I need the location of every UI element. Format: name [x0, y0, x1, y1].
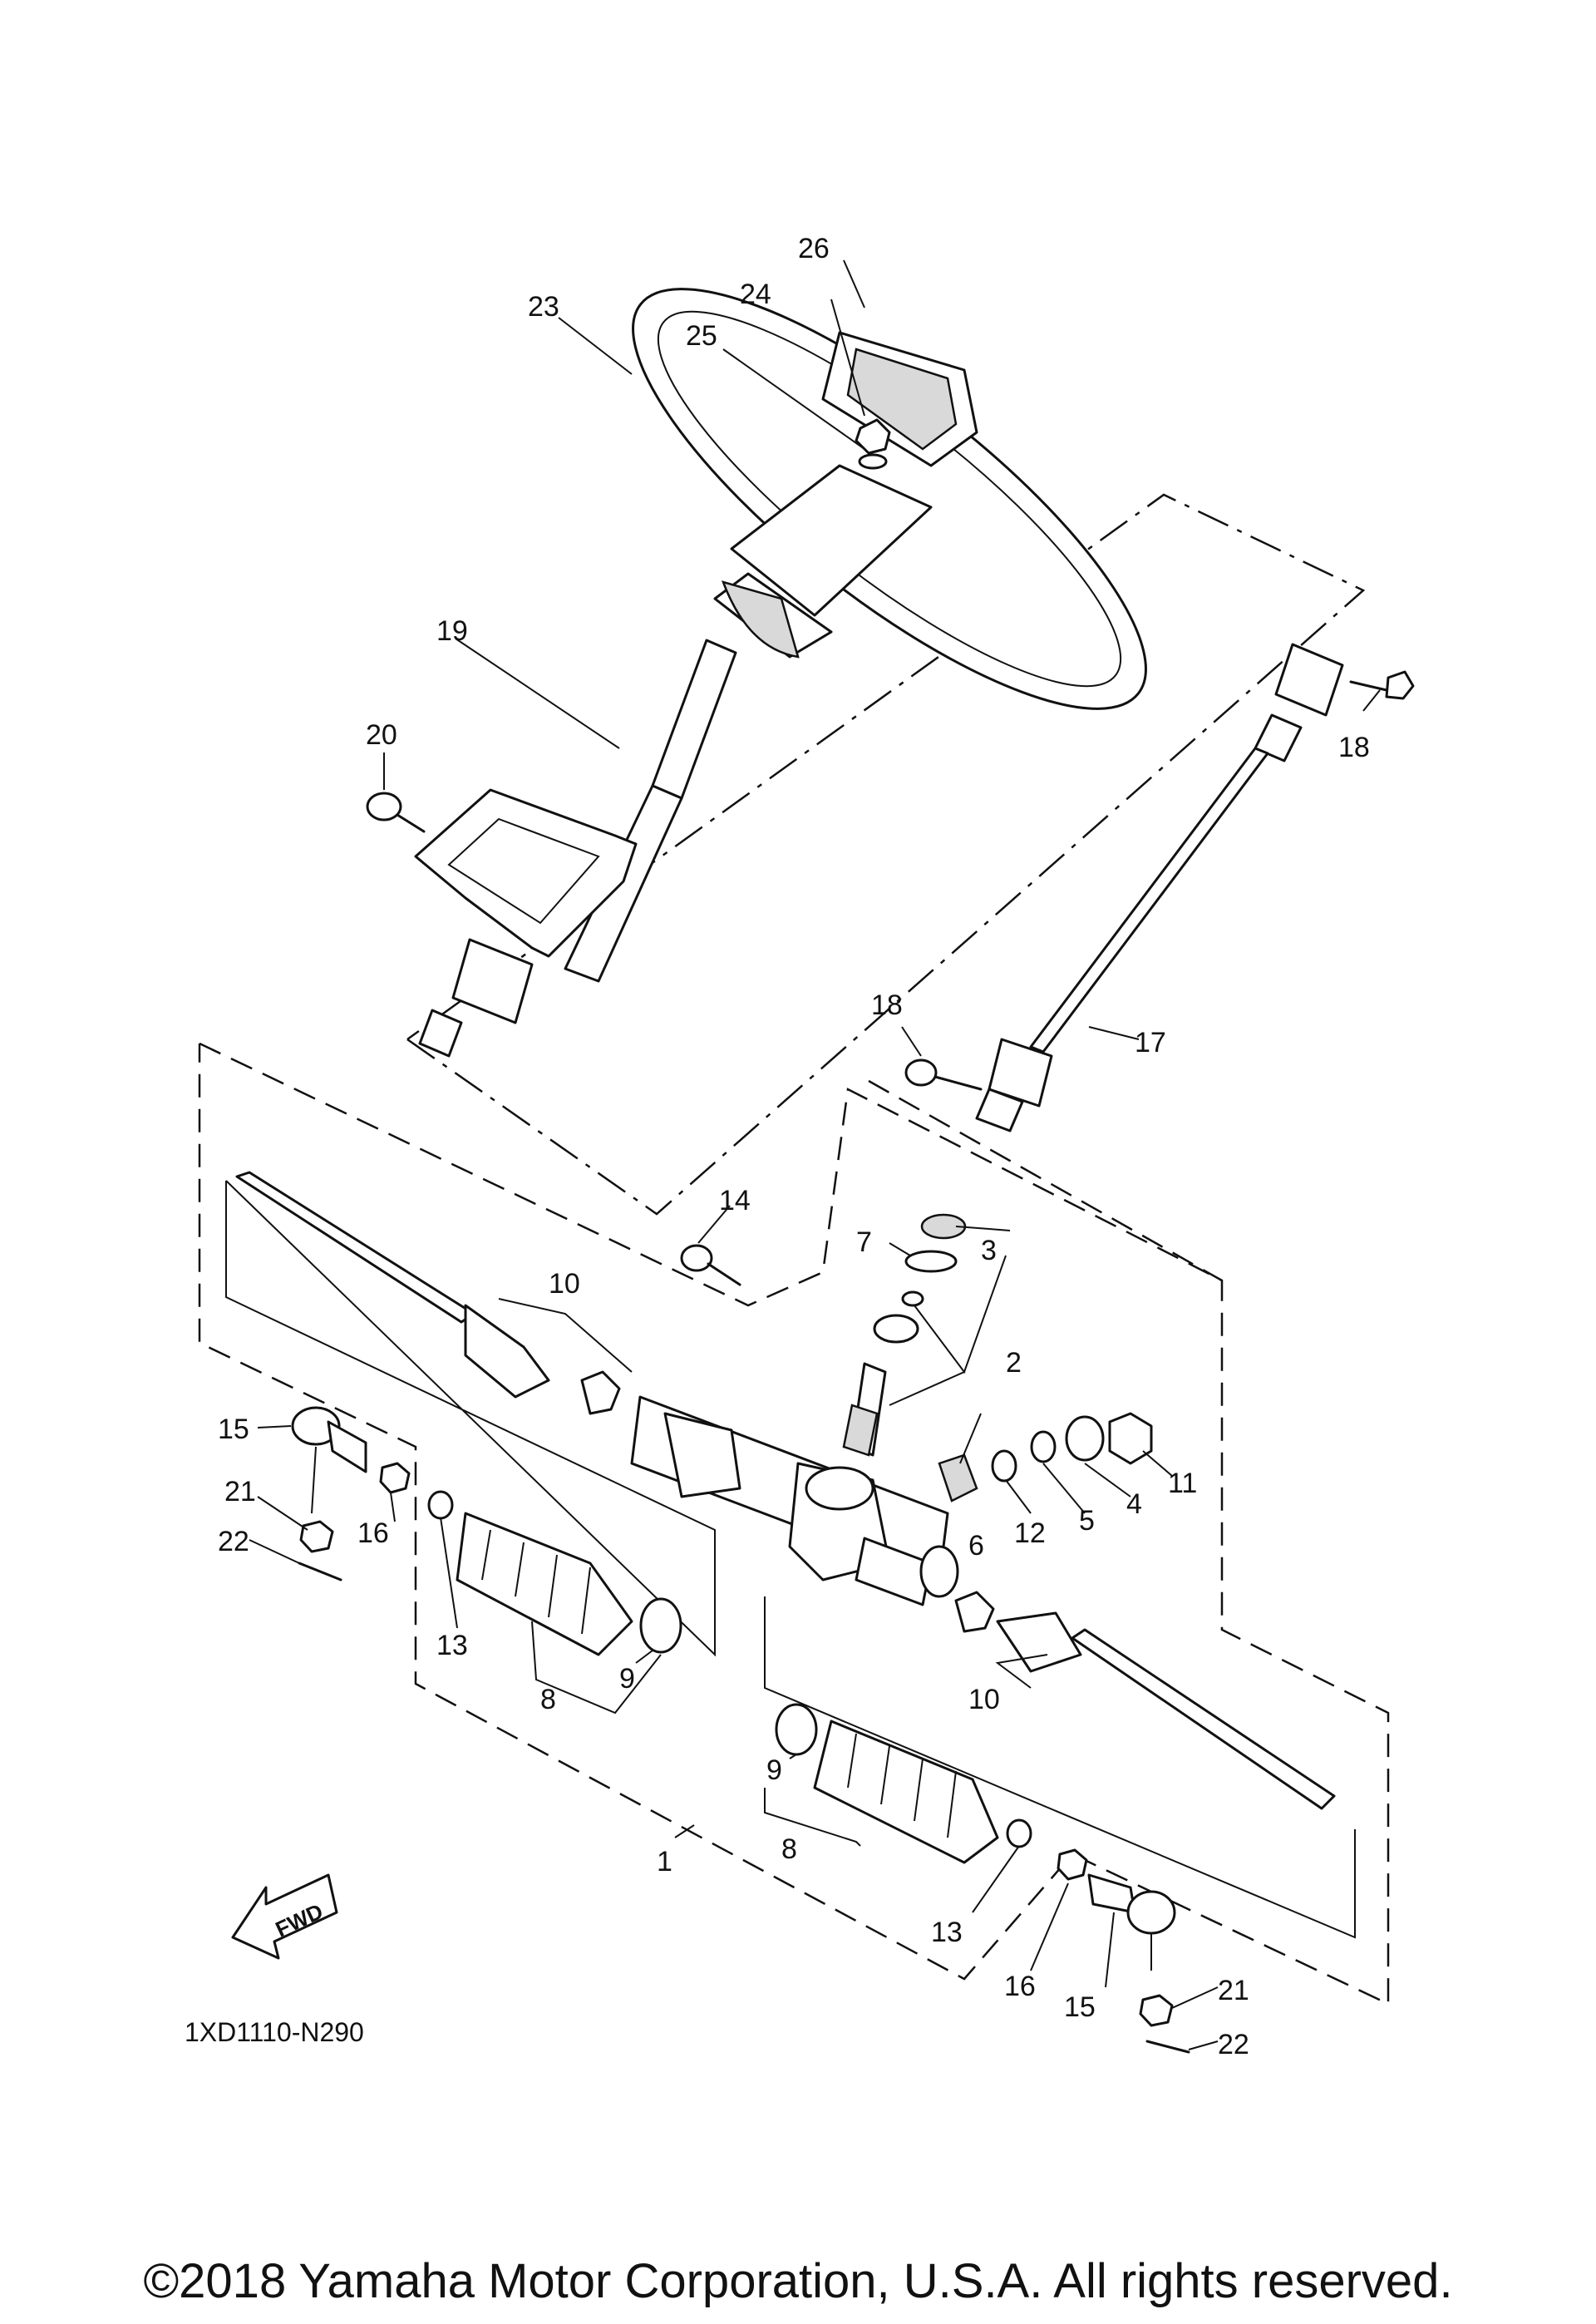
callout-17: 17 — [1135, 1027, 1166, 1058]
nut-left — [379, 1462, 411, 1494]
callout-21: 21 — [224, 1476, 256, 1507]
boot-band-right — [775, 1703, 818, 1756]
tie-rod-end-left — [291, 1406, 367, 1514]
callout-19: 19 — [436, 615, 468, 647]
callout-10: 10 — [549, 1268, 580, 1300]
copyright-notice: ©2018 Yamaha Motor Corporation, U.S.A. A… — [143, 2254, 1453, 2308]
wheel-nut — [855, 418, 891, 470]
boot-clip-left — [427, 1490, 454, 1520]
rack-boot-left — [456, 1512, 633, 1656]
callout-12: 12 — [1014, 1517, 1046, 1549]
callout-13b: 13 — [931, 1917, 963, 1948]
callout-15: 15 — [218, 1414, 249, 1445]
boot-clip-right — [1006, 1818, 1032, 1848]
callout-4: 4 — [1126, 1488, 1142, 1520]
boot-band-left — [639, 1597, 682, 1654]
rack-guide — [938, 1453, 978, 1502]
callout-18: 18 — [1338, 732, 1370, 763]
circlip — [904, 1250, 958, 1273]
callout-6: 6 — [968, 1530, 984, 1562]
shaft-bolt-upper — [1349, 670, 1415, 700]
callout-9: 9 — [619, 1663, 635, 1695]
rack-locknut — [1108, 1412, 1153, 1465]
shaft-bolt-lower — [904, 1058, 983, 1091]
callout-10b: 10 — [968, 1684, 1000, 1715]
callout-8: 8 — [540, 1684, 556, 1715]
callout-16: 16 — [357, 1517, 389, 1549]
castle-nut-right — [1139, 1994, 1174, 2027]
diagram-code: 1XD1110-N290 — [185, 2017, 364, 2047]
callout-11: 11 — [1168, 1468, 1197, 1499]
steering-column — [414, 639, 737, 1058]
callout-23: 23 — [528, 291, 559, 323]
callout-7: 7 — [856, 1226, 872, 1258]
gearbox-bolt — [680, 1244, 741, 1286]
routing-line-column-shaft — [406, 493, 1366, 1216]
o-ring — [991, 1449, 1017, 1483]
assembly-boundary-pinion — [868, 1079, 1223, 1282]
callout-21b: 21 — [1218, 1975, 1249, 2006]
leader-lines — [249, 259, 1381, 2050]
pinion-gear — [842, 1290, 924, 1457]
callout-22: 22 — [218, 1526, 249, 1557]
tie-rod-left — [235, 1171, 621, 1415]
callout-26: 26 — [798, 233, 830, 264]
nut-right — [1057, 1848, 1088, 1881]
castle-nut-left — [299, 1520, 334, 1553]
forward-arrow-icon: FWD — [231, 1873, 338, 1960]
steering-wheel — [632, 288, 1147, 710]
callout-5: 5 — [1079, 1505, 1095, 1537]
column-bolt — [366, 792, 426, 833]
steering-shaft — [975, 643, 1344, 1132]
assembly-boundary-left-rod — [225, 1180, 716, 1657]
callout-25: 25 — [686, 320, 717, 352]
callout-16b: 16 — [1004, 1971, 1036, 2002]
cotter-pin-left — [298, 1562, 342, 1581]
callout-9b: 9 — [766, 1754, 782, 1786]
callout-1: 1 — [657, 1846, 672, 1877]
cotter-pin-right — [1145, 2040, 1190, 2054]
callout-15b: 15 — [1064, 1991, 1096, 2023]
callout-8b: 8 — [781, 1833, 797, 1865]
rack-adjuster — [1065, 1415, 1105, 1462]
horn-pad — [821, 331, 978, 467]
steering-gearbox — [630, 1395, 959, 1606]
callout-24: 24 — [740, 279, 771, 310]
callout-22b: 22 — [1218, 2029, 1249, 2060]
assembly-boundary-rack — [198, 1042, 1390, 2006]
callout-20: 20 — [366, 719, 397, 751]
callout-18b: 18 — [871, 989, 903, 1021]
callout-13: 13 — [436, 1630, 468, 1661]
callout-labels: 1 2 3 4 5 6 7 8 8 9 9 10 10 11 12 13 13 … — [218, 233, 1370, 2060]
callout-3: 3 — [981, 1235, 997, 1266]
callout-2: 2 — [1006, 1347, 1022, 1379]
assembly-boundary-right-rod — [764, 1596, 1356, 1939]
tie-rod-right — [954, 1591, 1336, 1810]
tie-rod-end-right — [1087, 1873, 1176, 1971]
rack-boot-right — [813, 1720, 999, 1864]
rack-spring — [1030, 1430, 1057, 1463]
callout-14: 14 — [719, 1185, 751, 1216]
